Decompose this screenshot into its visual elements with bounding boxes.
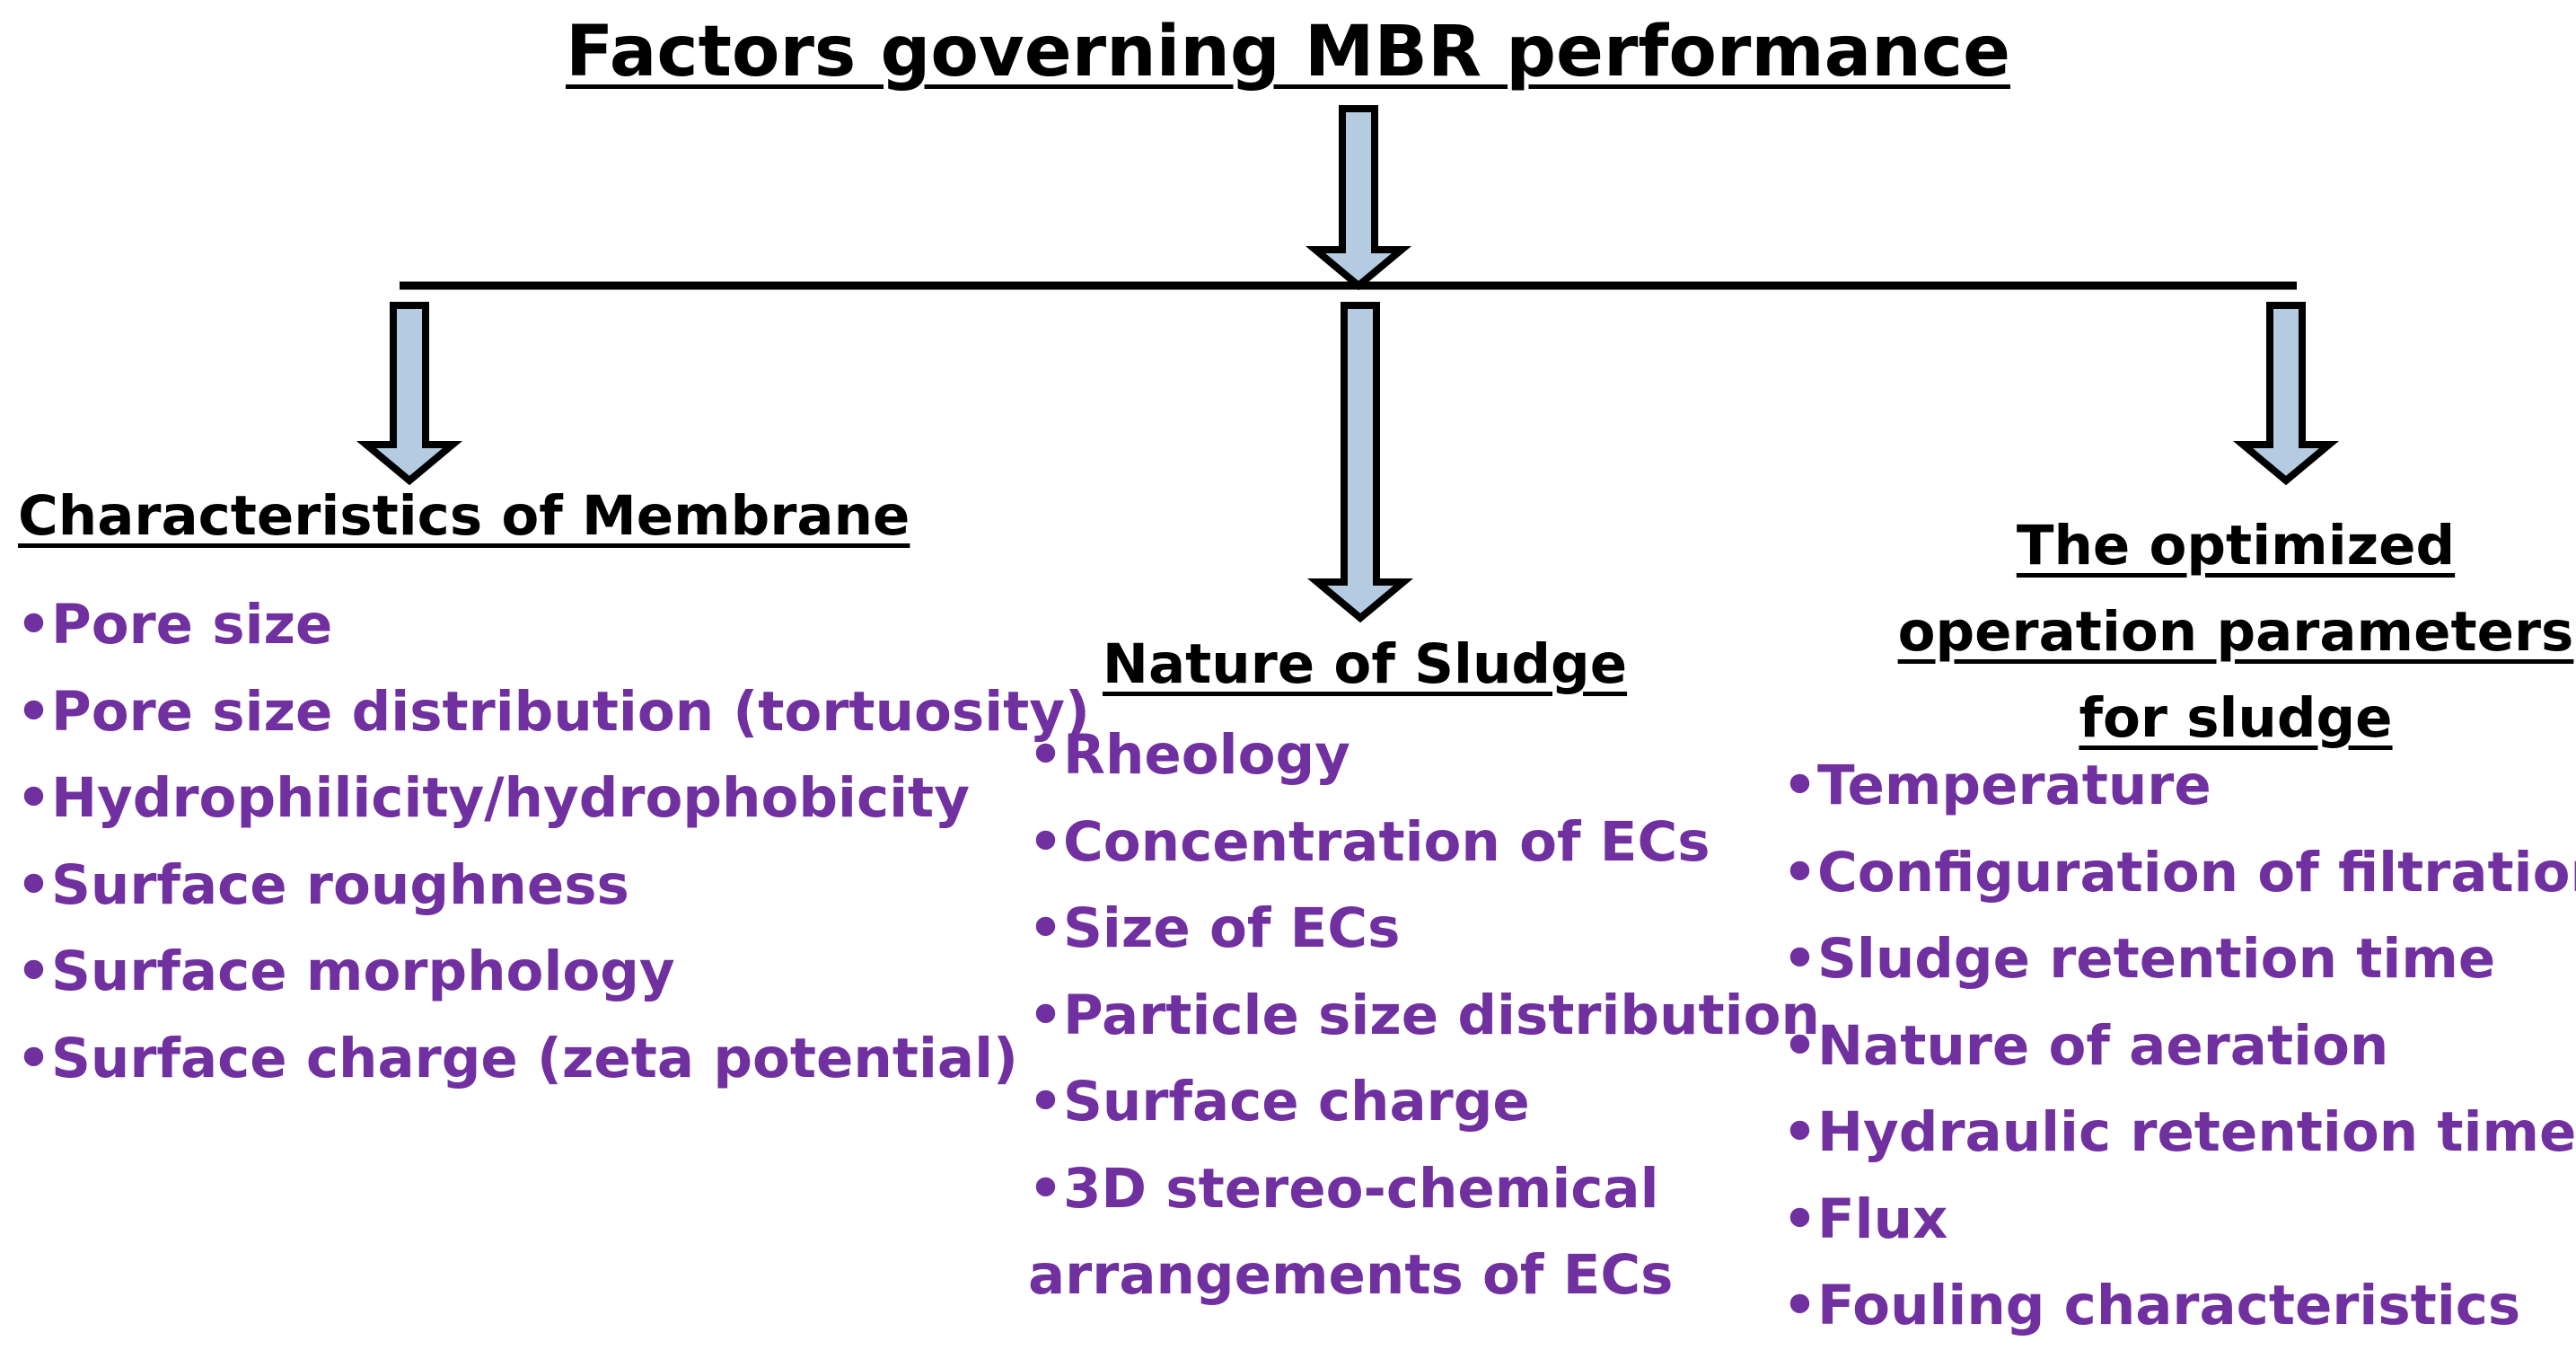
list-item: •Size of ECs [1028,896,1401,960]
title-down-arrow [1305,105,1412,291]
list-item: •Surface morphology [16,940,675,1003]
list-item: •Fouling characteristics [1782,1274,2521,1337]
list-item: •Sludge retention time [1782,927,2496,991]
operation-factor-list: •Temperature •Configuration of filtratio… [1782,743,2576,1350]
membrane-down-arrow [356,302,463,486]
list-item: •Particle size distribution [1028,983,1820,1047]
list-item: •Temperature [1782,754,2211,817]
list-item: •Surface charge [1028,1070,1530,1134]
operation-down-arrow [2232,302,2340,486]
sludge-down-arrow [1306,302,1414,623]
list-item: •Configuration of filtration [1782,840,2576,904]
list-item: •Surface charge (zeta potential) [16,1026,1018,1090]
list-item: •Surface roughness [16,852,629,917]
list-item: •Concentration of ECs [1028,809,1710,874]
sludge-factor-list: •Rheology •Concentration of ECs •Size of… [1028,712,1820,1319]
list-item: •Pore size distribution (tortuosity) [16,679,1090,744]
diagram-title: Factors governing MBR performance [566,12,2010,93]
list-item: •Pore size [16,593,333,657]
list-item: •Rheology [1028,723,1350,787]
operation-branch-heading: The optimized operation parameters for s… [1897,514,2574,750]
sludge-branch-heading: Nature of Sludge [1102,632,1628,696]
membrane-factor-list: •Pore size •Pore size distribution (tort… [16,582,1090,1102]
membrane-branch-heading: Characteristics of Membrane [18,484,910,548]
list-item: •Flux [1782,1187,1948,1251]
list-item: •3D stereo-chemical arrangements of ECs [1028,1156,1674,1308]
list-item: •Nature of aeration [1782,1013,2389,1078]
list-item: •Hydraulic retention time [1782,1100,2576,1164]
list-item: •Hydrophilicity/hydrophobicity [16,766,970,830]
